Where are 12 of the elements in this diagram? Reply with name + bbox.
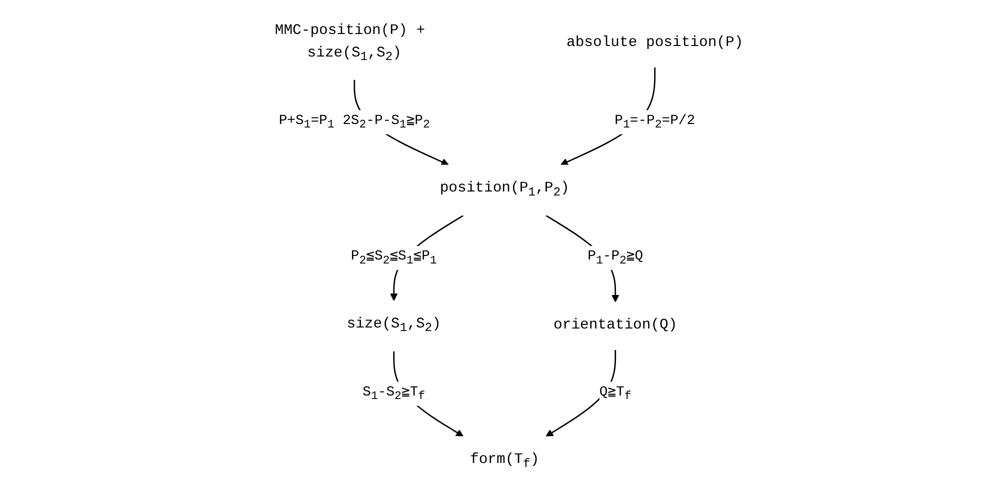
node-text: MMC-position(P) + size(S$_{1}$,S$_{2}$) bbox=[274, 22, 426, 64]
node-text: size(S$_{1}$,S$_{2}$) bbox=[346, 316, 441, 336]
edge-label: P$_{1}$-P$_{2}$≧Q bbox=[588, 248, 644, 268]
node-text: absolute position(P) bbox=[566, 34, 744, 52]
edge-label: P$_{1}$=-P$_{2}$=P/2 bbox=[614, 112, 696, 132]
edge-label: S$_{1}$-S$_{2}$≧T$_{f}$ bbox=[362, 384, 426, 404]
node-text: orientation(Q) bbox=[554, 317, 678, 334]
edge-label: P$_{2}$≦S$_{2}$≦S$_{1}$≦P$_{1}$ bbox=[350, 248, 437, 268]
edge-label: Q≧T$_{f}$ bbox=[599, 384, 632, 404]
node-text: position(P$_{1}$,P$_{2}$) bbox=[440, 180, 570, 200]
node-text: form(T$_{f}$) bbox=[470, 452, 540, 472]
edge-label: P+S$_{1}$=P$_{1}$ 2S$_{2}$-P-S$_{1}$≧P$_{2}$ bbox=[278, 112, 430, 132]
